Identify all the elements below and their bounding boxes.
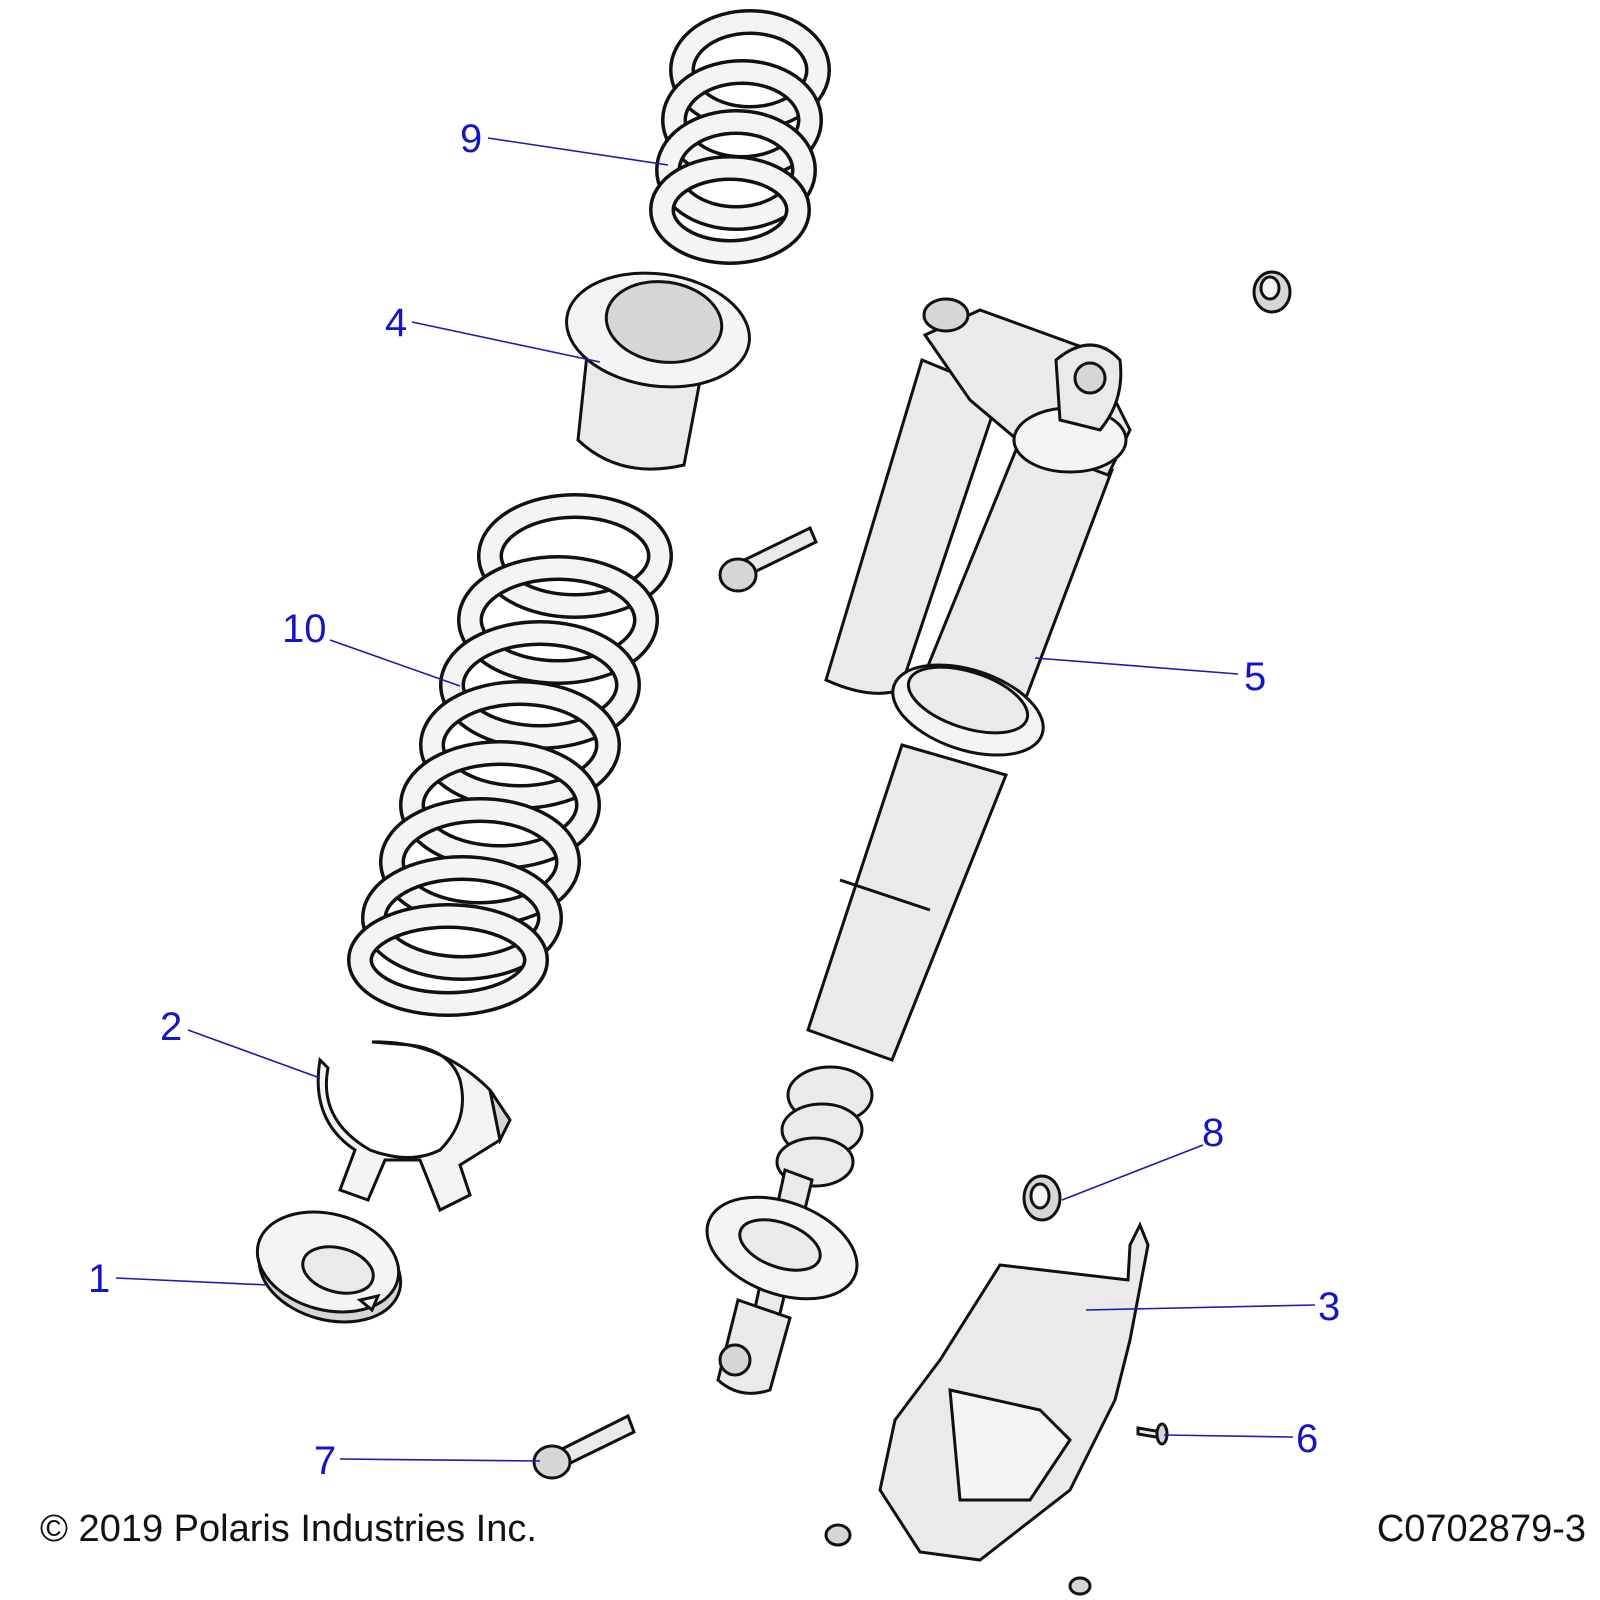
part-9-small-spring bbox=[649, 9, 831, 265]
leader-3 bbox=[1085, 1304, 1316, 1311]
leader-lines bbox=[115, 137, 1316, 1462]
part-6-screw bbox=[1136, 1422, 1169, 1446]
upper-nut bbox=[1252, 270, 1292, 314]
leader-6 bbox=[1163, 1434, 1294, 1438]
part-1-spring-seat bbox=[255, 1210, 403, 1324]
callout-9: 9 bbox=[460, 117, 482, 161]
leader-7 bbox=[339, 1458, 541, 1462]
leader-8 bbox=[1061, 1144, 1204, 1201]
callout-3: 3 bbox=[1318, 1285, 1340, 1329]
callout-7: 7 bbox=[314, 1439, 336, 1483]
part-2-spring-retainer bbox=[316, 1040, 512, 1213]
leader-1 bbox=[115, 1277, 269, 1286]
leader-2 bbox=[187, 1029, 321, 1079]
part-3-shock-guard bbox=[878, 1221, 1150, 1562]
callout-6: 6 bbox=[1296, 1417, 1318, 1461]
callout-2: 2 bbox=[160, 1005, 182, 1049]
callout-1: 1 bbox=[88, 1257, 110, 1301]
callout-5: 5 bbox=[1244, 655, 1266, 699]
part-8-nut bbox=[1022, 1174, 1062, 1222]
callout-labels: 1 2 3 4 5 6 7 8 9 10 bbox=[88, 117, 1340, 1483]
callout-4: 4 bbox=[385, 301, 407, 345]
leader-9 bbox=[487, 137, 669, 166]
part-7-lower-bolt bbox=[532, 1413, 636, 1480]
callout-10: 10 bbox=[282, 607, 327, 651]
leader-4 bbox=[411, 321, 601, 363]
part-5-shock-absorber bbox=[705, 297, 1132, 1395]
figure-id: C0702879-3 bbox=[1376, 1508, 1586, 1550]
part-4-spring-collar bbox=[565, 271, 751, 471]
leader-10 bbox=[329, 639, 461, 687]
callout-8: 8 bbox=[1202, 1111, 1224, 1155]
leader-5 bbox=[1034, 657, 1239, 675]
part-10-large-spring bbox=[347, 493, 673, 1017]
bottom-screws bbox=[824, 1523, 1092, 1596]
copyright-notice: © 2019 Polaris Industries Inc. bbox=[40, 1508, 537, 1550]
upper-bolt bbox=[718, 525, 818, 593]
